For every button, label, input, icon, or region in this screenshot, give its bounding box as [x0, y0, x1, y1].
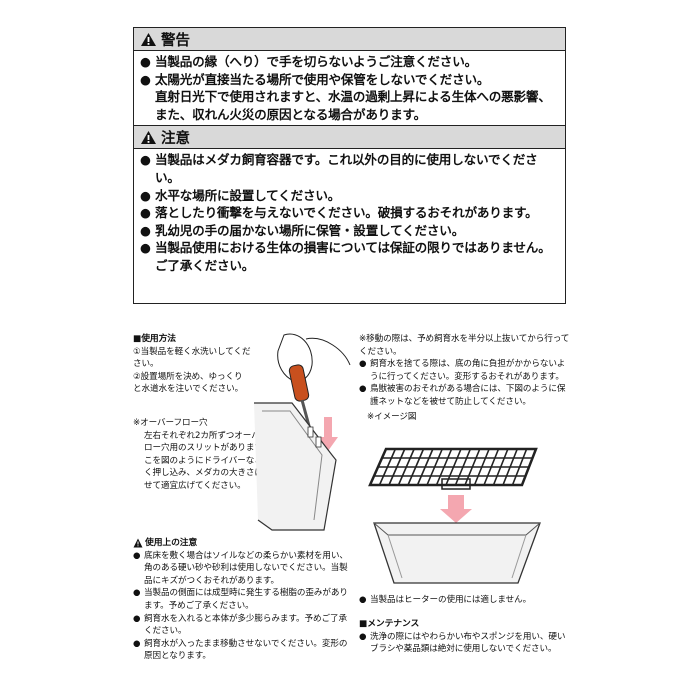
- move-note: ※移動の際は、予め飼育水を半分以上抜いてから行ってください。: [359, 334, 570, 357]
- heater-note-row: ●当製品はヒーターの使用には適しません。: [359, 594, 574, 607]
- caution-header: 注意: [134, 125, 565, 150]
- protective-net-illustration: [368, 447, 541, 584]
- overflow-note: ※オーバーフロー穴 左右それぞれ2カ所ずつオーバーフロー穴用のスリットがあります…: [133, 417, 281, 493]
- caution-item: ●当製品はメダカ飼育容器です。これ以外の目的に使用しないでください。: [140, 152, 538, 185]
- usage-caution-item: ●当製品の側面には成型時に発生する樹脂の歪みがあります。予めご了承ください。: [133, 588, 348, 611]
- right-note-item: ●鳥獣被害のおそれがある場合には、下図のように保護ネットなどを被せて防止してくだ…: [359, 384, 566, 407]
- caution-item: ●乳幼児の手の届かない場所に保管・設置してください。: [140, 222, 465, 238]
- maintenance-item: ●洗浄の際にはやわらかい布やスポンジを用い、硬いブラシや薬品類は絶対に使用しない…: [359, 631, 566, 655]
- image-note: ※イメージ図: [367, 411, 417, 422]
- caution-title: 注意: [161, 130, 190, 147]
- warning-header: 警告: [134, 28, 565, 51]
- usage-section: ■使用方法 ①当製品を軽く水洗いしてください。 ②設置場所を決め、ゆっくりと水道…: [133, 333, 251, 396]
- caution-item: ●落としたり衝撃を与えないでください。破損するおそれがあります。: [140, 205, 538, 221]
- screwdriver-illustration: [254, 333, 351, 531]
- caution-item: ●当製品使用における生体の損害については保証の限りではありません。ご了承ください…: [140, 240, 551, 273]
- warning-title: 警告: [161, 32, 190, 49]
- usage-step-2: ②設置場所を決め、ゆっくりと水道水を注いでください。: [133, 371, 244, 395]
- usage-caution-item: ●飼育水が入ったまま移動させないでください。変形の原因となります。: [133, 638, 348, 662]
- warning-triangle-icon: [141, 32, 156, 46]
- usage-caution-item: ●飼育水を入れると本体が多少膨らみます。予めご了承ください。: [133, 613, 347, 637]
- right-notes: ※移動の際は、予め飼育水を半分以上抜いてから行ってください。 ●飼育水を捨てる際…: [359, 333, 570, 423]
- usage-caution-item: ●底床を敷く場合はソイルなどの柔らかい素材を用い、角のある硬い砂や砂利は使用しな…: [133, 550, 348, 586]
- caution-item: ●水平な場所に設置してください。: [140, 187, 341, 203]
- warning-item: ● 当製品の縁（へり）で手を切らないようご注意ください。: [140, 54, 477, 69]
- maintenance-section: ■メンテナンス ●洗浄の際にはやわらかい布やスポンジを用い、硬いブラシや薬品類は…: [359, 618, 570, 656]
- usage-heading: ■使用方法: [133, 334, 176, 344]
- caution-triangle-icon: [141, 130, 156, 144]
- heater-note: 当製品はヒーターの使用には適しません。: [370, 595, 532, 605]
- usage-cautions-heading: 使用上の注意: [145, 538, 198, 548]
- warning-item: ● 太陽光が直接当たる場所で使用や保管をしないでください。 直射日光下で使用され…: [140, 71, 551, 122]
- overflow-text: 左右それぞれ2カ所ずつオーバーフロー穴用のスリットがあります。ここを図のようにド…: [144, 430, 280, 491]
- usage-step-1: ①当製品を軽く水洗いしてください。: [133, 346, 251, 370]
- usage-cautions-section: 使用上の注意 ●底床を敷く場合はソイルなどの柔らかい素材を用い、角のある硬い砂や…: [133, 537, 355, 663]
- warning-box: 警告 ● 当製品の縁（へり）で手を切らないようご注意ください。 ● 太陽光が直接…: [133, 27, 566, 304]
- overflow-title: ※オーバーフロー穴: [133, 418, 208, 428]
- right-note-item: ●飼育水を捨てる際は、底の角に負担がかからないように行ってください。変形するおそ…: [359, 359, 566, 382]
- maintenance-heading: ■メンテナンス: [359, 619, 420, 629]
- caution-small-triangle-icon: [133, 538, 143, 548]
